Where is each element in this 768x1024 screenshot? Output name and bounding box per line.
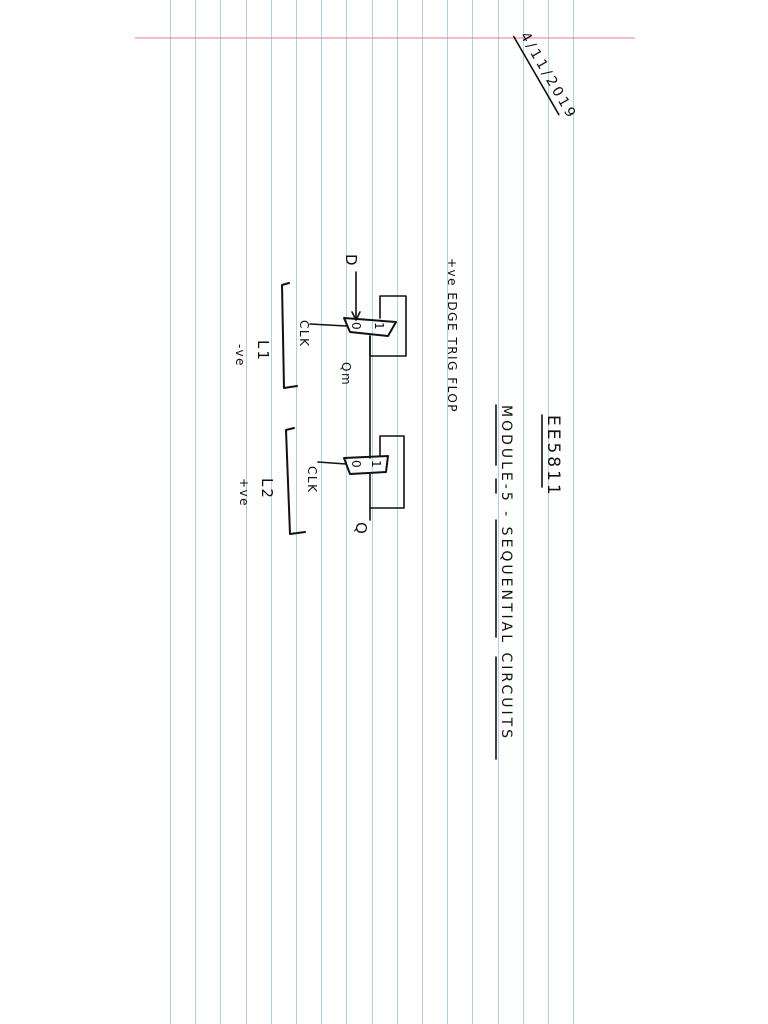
latch2-polarity: +ve	[237, 478, 251, 507]
topic-text: +ve EDGE TRIG FLOP	[445, 258, 459, 413]
latch2-mux	[343, 455, 389, 475]
latch2-mux-in0: 0	[349, 460, 363, 469]
qm-label-group: Qm	[339, 362, 353, 386]
qm-label: Qm	[339, 362, 353, 386]
latch1-mux-in1-group: 1	[372, 322, 386, 331]
module-title: MODULE-5 - SEQUENTIAL CIRCUITS	[498, 405, 514, 741]
latch1-clock-wire	[309, 323, 347, 327]
latch1-polarity: -ve	[233, 344, 247, 367]
q-output-label-group: Q	[352, 522, 370, 536]
module-title-group: MODULE-5 - SEQUENTIAL CIRCUITS	[495, 404, 514, 760]
latch1-mux	[343, 317, 397, 337]
latch1-mux-in0: 0	[349, 322, 363, 331]
latch1-mux-in1: 1	[372, 322, 386, 331]
latch2-clk-label-group: CLK	[305, 466, 319, 493]
latch2-mux-in1-group: 1	[369, 460, 383, 469]
ruled-lines	[170, 0, 574, 1024]
latch1-polarity-group: -ve	[233, 344, 247, 367]
latch2-polarity-group: +ve	[237, 478, 251, 507]
flip-flop-diagram: D 0 1 Qm 0	[233, 254, 407, 536]
latch1-name-group: L1	[254, 340, 272, 362]
latch2-bracket	[285, 427, 306, 535]
latch2-name-group: L2	[258, 478, 276, 500]
course-code: EE5811	[543, 415, 563, 498]
q-output-label: Q	[352, 522, 370, 536]
date-underline	[513, 35, 560, 116]
topic-group: +ve EDGE TRIG FLOP	[445, 258, 459, 413]
latch2-feedback	[369, 435, 405, 509]
latch2-clock-wire	[317, 461, 347, 465]
course-code-group: EE5811	[541, 414, 563, 498]
latch1-clk-label-group: CLK	[297, 320, 311, 347]
latch1-bracket	[281, 282, 298, 389]
latch2-name: L2	[258, 478, 276, 500]
latch2-mux-in1: 1	[369, 460, 383, 469]
d-input-arrow	[351, 311, 361, 321]
latch1-name: L1	[254, 340, 272, 362]
latch1-clk-label: CLK	[297, 320, 311, 347]
latch1-mux-in0-group: 0	[349, 322, 363, 331]
d-input-label: D	[342, 254, 360, 268]
d-input-label-group: D	[342, 254, 360, 268]
latch2-mux-in0-group: 0	[349, 460, 363, 469]
latch2-clk-label: CLK	[305, 466, 319, 493]
